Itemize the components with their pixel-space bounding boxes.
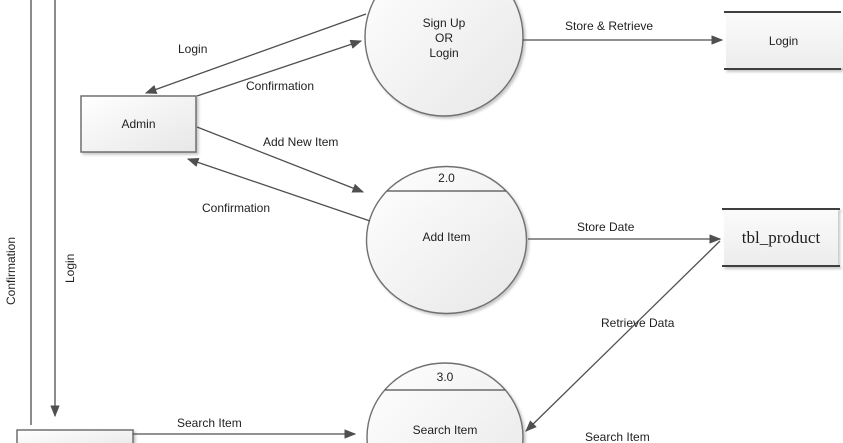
flow-label-login-top: Login <box>178 42 208 56</box>
flow-line-add-new-item <box>196 126 365 193</box>
admin-entity-label: Admin <box>121 117 156 131</box>
datastore-login-label: Login <box>768 33 799 48</box>
flow-label-add-new-item: Add New Item <box>263 135 339 149</box>
flow-line-confirmation-top <box>144 13 367 94</box>
flow-line-login-top <box>196 39 363 97</box>
external-entity-admin <box>80 95 197 153</box>
datastore-tbl-product <box>722 208 840 267</box>
flow-label-search-item-bottom: Search Item <box>585 430 650 443</box>
external-entity-partial <box>16 429 134 443</box>
flow-label-confirmation-top: Confirmation <box>246 79 315 93</box>
process-signup-login-circle <box>364 0 524 117</box>
process-signup-login-label: Sign Up OR Login <box>384 16 504 61</box>
process-search-item-number: 3.0 <box>436 370 454 384</box>
process-add-item-label: Add Item <box>422 230 471 244</box>
process-search-item-circle <box>366 362 524 443</box>
process-add-item-circle <box>365 165 528 315</box>
datastore-tbl-product-label: tbl_product <box>741 227 821 247</box>
flow-label-retrieve-data: Retrieve Data <box>601 316 675 330</box>
flow-label-confirmation-mid: Confirmation <box>202 201 271 215</box>
process-signup-login-line1: Sign Up <box>422 16 466 30</box>
flow-label-store-date: Store Date <box>577 220 635 234</box>
flow-label-login-vertical: Login <box>63 253 77 283</box>
flow-label-confirmation-vertical: Confirmation <box>4 236 18 305</box>
process-signup-login-line2: OR <box>435 31 453 45</box>
flow-label-store-retrieve: Store & Retrieve <box>565 19 654 33</box>
process-add-item-number: 2.0 <box>438 171 455 185</box>
flow-line-confirmation-mid <box>186 157 371 222</box>
flow-line-retrieve-data <box>525 240 721 432</box>
flow-label-search-item-left: Search Item <box>177 416 242 430</box>
process-signup-login-line3: Login <box>429 46 459 60</box>
process-search-item-label: Search Item <box>412 423 478 437</box>
datastore-login <box>724 11 843 70</box>
